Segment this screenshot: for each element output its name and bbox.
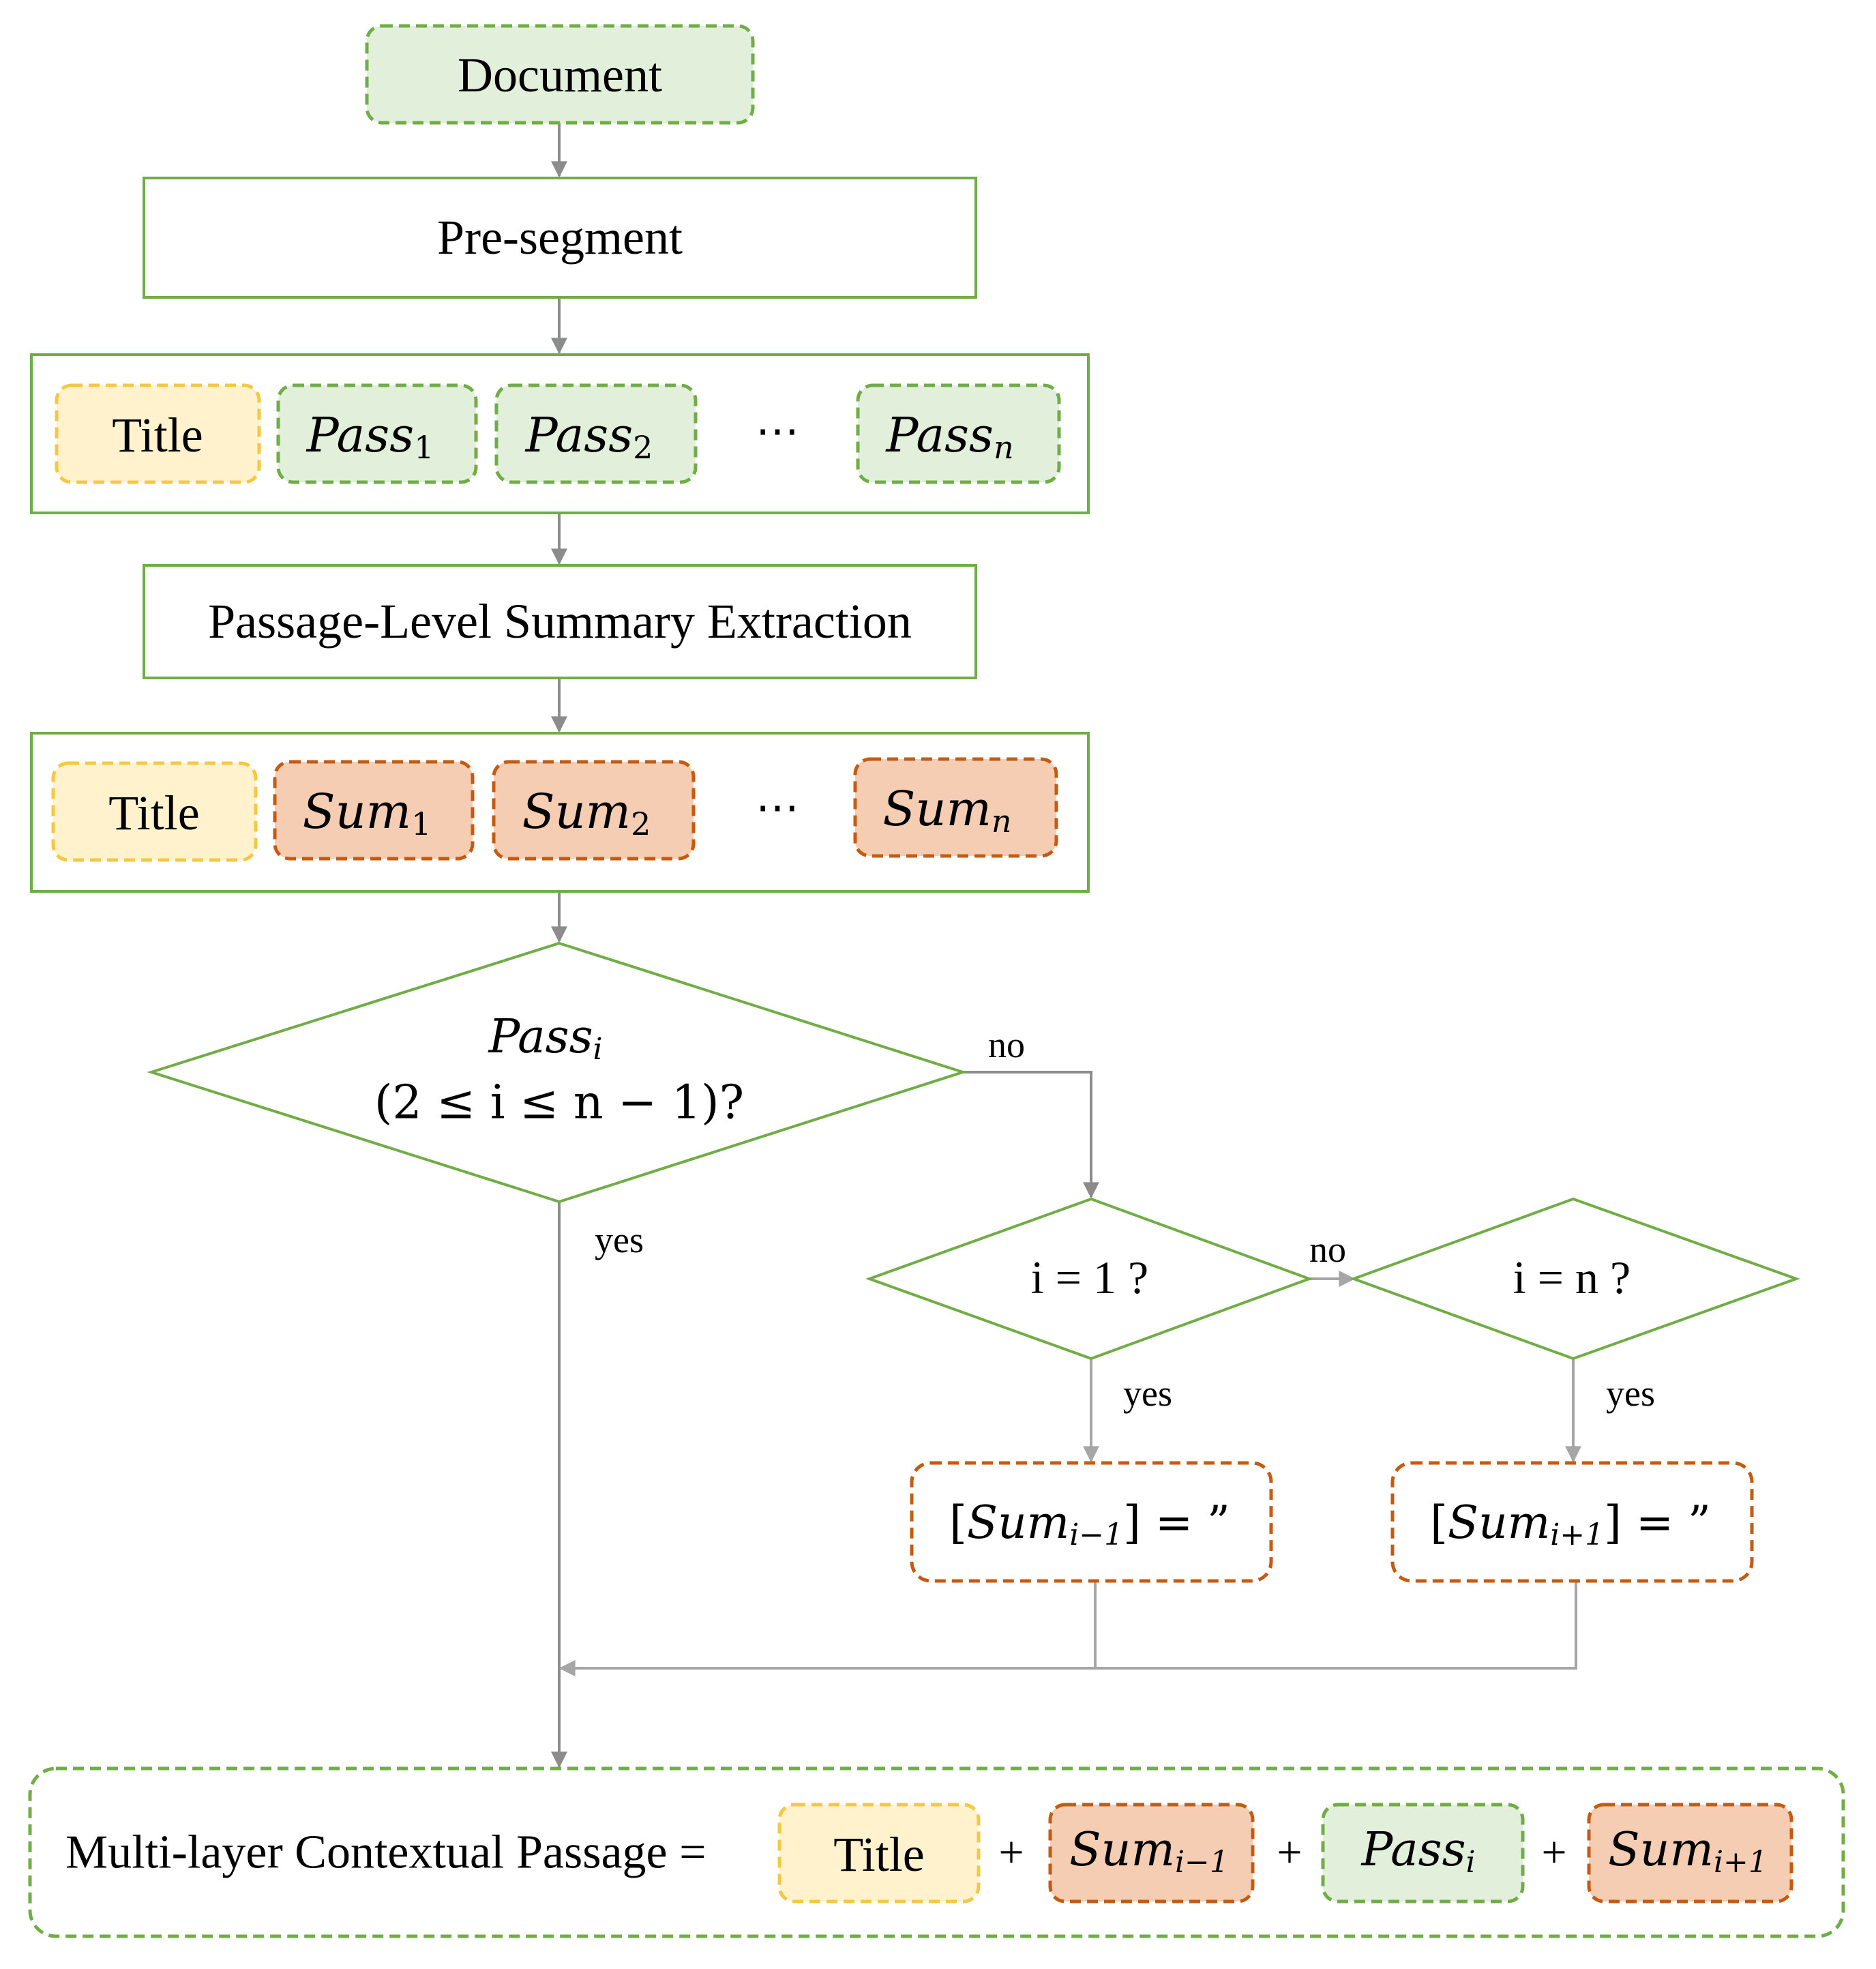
decision-main-diamond [147,941,968,1204]
pass-2-label: Pass2 [524,407,653,466]
result-sum-prev-box [1048,1803,1255,1904]
empty-next-node: [Sumi+1] = ” [1390,1461,1754,1583]
label-no-first: no [1309,1229,1346,1270]
summary-extraction-node: Passage-Level Summary Extraction [143,564,977,679]
decision-last: i = n ? [1350,1197,1800,1361]
empty-prev-label: [Sumi−1] = ” [949,1496,1230,1552]
result-title-box [777,1803,981,1904]
summary-title-box [51,761,258,862]
pre-segment-label: Pre-segment [437,210,683,265]
result-label: Multi-layer Contextual Passage = [65,1826,706,1879]
document-node: Document [365,24,755,125]
passage-ellipsis: ⋯ [756,406,799,456]
sum-2-box [492,760,696,861]
line-empty-next-to-merge [559,1581,1577,1676]
result-sum-prev-label: Sumi−1 [1069,1823,1229,1880]
pass-1-box [276,383,478,484]
pass-2-box [494,383,698,484]
label-yes-main: yes [595,1219,644,1260]
plus-sign-3: + [1541,1828,1566,1878]
label-no-main: no [988,1024,1025,1065]
decision-last-label: i = n ? [1513,1252,1631,1303]
label-yes-last: yes [1606,1373,1655,1414]
empty-prev-node: [Sumi−1] = ” [910,1461,1273,1583]
pass-n-box [856,383,1061,484]
result-pass-box [1321,1803,1525,1904]
pass-n-label: Passn [884,407,1013,466]
summary-extraction-box [143,564,977,679]
decision-first-label: i = 1 ? [1031,1252,1148,1303]
decision-main-line1: Passi [487,1010,602,1067]
sum-n-label: Sumn [882,781,1011,840]
decision-last-diamond [1350,1197,1800,1361]
passage-title-box [55,383,261,484]
connectors [551,123,1581,1768]
pre-segment-box [143,177,977,299]
result-sum-next-box [1587,1803,1793,1904]
empty-next-box [1390,1461,1754,1583]
sum-2-label: Sum2 [522,784,651,842]
plus-sign-2: + [1277,1828,1302,1878]
pass-1-label: Pass1 [306,407,434,466]
sum-n-box [853,757,1058,858]
plus-sign-1: + [998,1828,1024,1878]
passage-title-label: Title [112,408,203,462]
label-yes-first: yes [1123,1373,1172,1414]
summary-title-label: Title [108,786,199,840]
arrow-decision-no-branch [963,1071,1099,1199]
passage-row: Title Pass1 Pass2 ⋯ Passn [30,353,1090,514]
result-sum-next-label: Sumi+1 [1608,1823,1768,1880]
result-title-label: Title [833,1827,924,1882]
decision-main-line2: (2 ≤ i ≤ n − 1)? [374,1076,744,1130]
decision-main: Passi (2 ≤ i ≤ n − 1)? [147,941,968,1204]
pre-segment-node: Pre-segment [143,177,977,299]
decision-first: i = 1 ? [865,1197,1313,1361]
sum-1-label: Sum1 [303,784,432,842]
result-node: Multi-layer Contextual Passage = Title +… [28,1766,1845,1938]
document-box [365,24,755,125]
sum-1-box [273,760,475,861]
empty-prev-box [910,1461,1273,1583]
document-label: Document [458,48,662,102]
summary-row: Title Sum1 Sum2 ⋯ Sumn [30,732,1090,893]
decision-first-diamond [865,1197,1313,1361]
result-pass-label: Passi [1360,1823,1475,1880]
summary-ellipsis: ⋯ [756,782,799,833]
summary-extraction-label: Passage-Level Summary Extraction [208,594,912,649]
empty-next-label: [Sumi+1] = ” [1430,1496,1711,1552]
